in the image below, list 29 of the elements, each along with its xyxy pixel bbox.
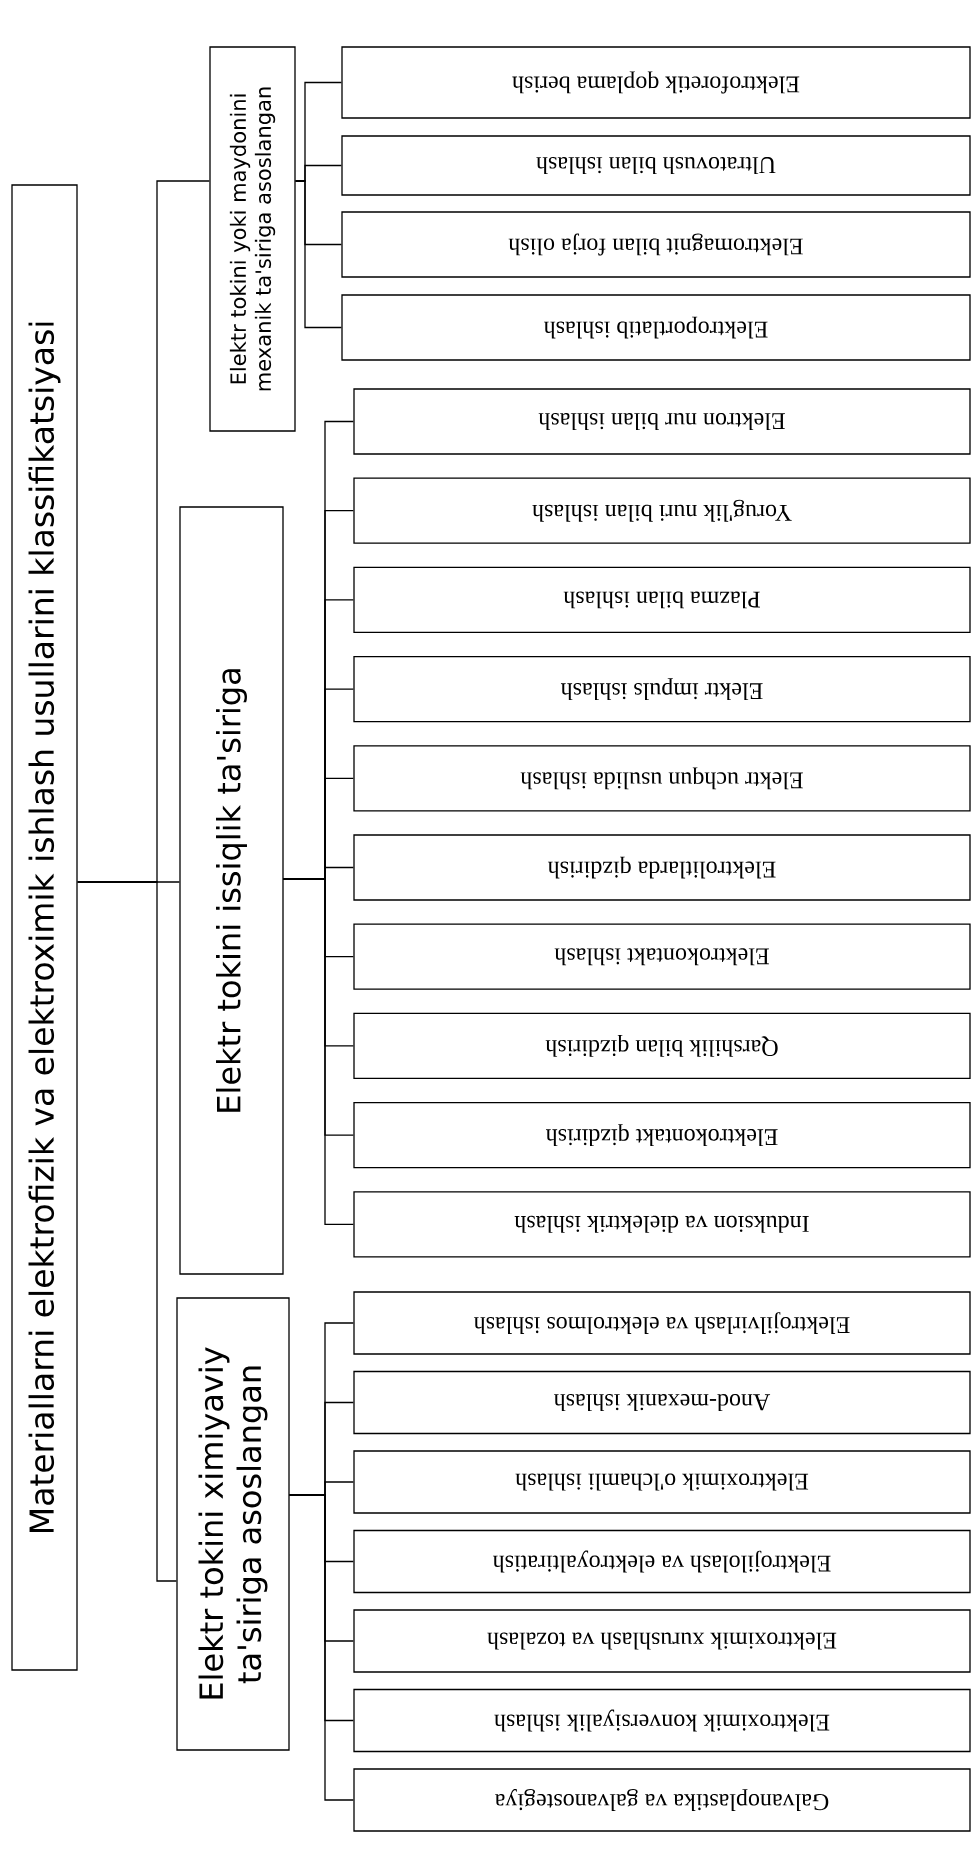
category-box: Elektr tokini ximiyaviy ta'siriga asoslangan [176,1297,290,1751]
category-box: Elektr tokini yoki maydonini mexanik ta'siriga asoslangan [209,46,296,432]
connector-line [77,881,177,1582]
method-box: Qarshilik bilan qizdirish [353,1012,971,1080]
method-box: Galvanoplastika va galvanostegiya [353,1768,971,1832]
method-box: Elektr impuls ishlash [353,655,971,723]
method-box: Elektromagnit bilan forja olish [341,211,971,278]
method-box: Elektrolitlarda qizdirish [353,834,971,901]
method-box: Ultratovush bilan ishlash [341,135,971,196]
connector-line [289,1494,354,1801]
method-box: Plazma bilan ishlash [353,566,971,634]
method-box: Elektroportlatib ishlash [341,294,971,361]
method-box: Yorug'lik nuri bilan ishlash [353,477,971,544]
method-box: Elektroximik o'lchamli ishlash [353,1450,971,1514]
method-box: Elektrojilvirlash va elektrolmos ishlash [353,1291,971,1355]
method-box: Elektrokontakt ishlash [353,923,971,990]
method-box: Elektron nur bilan ishlash [353,388,971,455]
method-box: Elektroforetik qoplama berish [341,46,971,119]
method-box: Elektroximik xurushlash va tozalash [353,1609,971,1673]
method-box: Induksion va dielektrik ishlash [353,1191,971,1258]
category-box: Materiallarni elektrofizik va elektroximik ishlash usullarini klassifikatsiyasi [11,184,78,1671]
method-box: Elektrojilolash va elektroyaltiratish [353,1529,971,1594]
connector-line [283,878,354,1225]
method-box: Elektroximik konversiyalik ishlash [353,1688,971,1753]
method-box: Elektr uchqun usulida ishlash [353,745,971,812]
method-box: Elektrokontakt qizdirish [353,1101,971,1169]
connector-line [295,180,342,329]
method-box: Anod-mexanik ishlash [353,1370,971,1435]
category-box: Elektr tokini issiqlik ta'siriga [179,506,284,1275]
